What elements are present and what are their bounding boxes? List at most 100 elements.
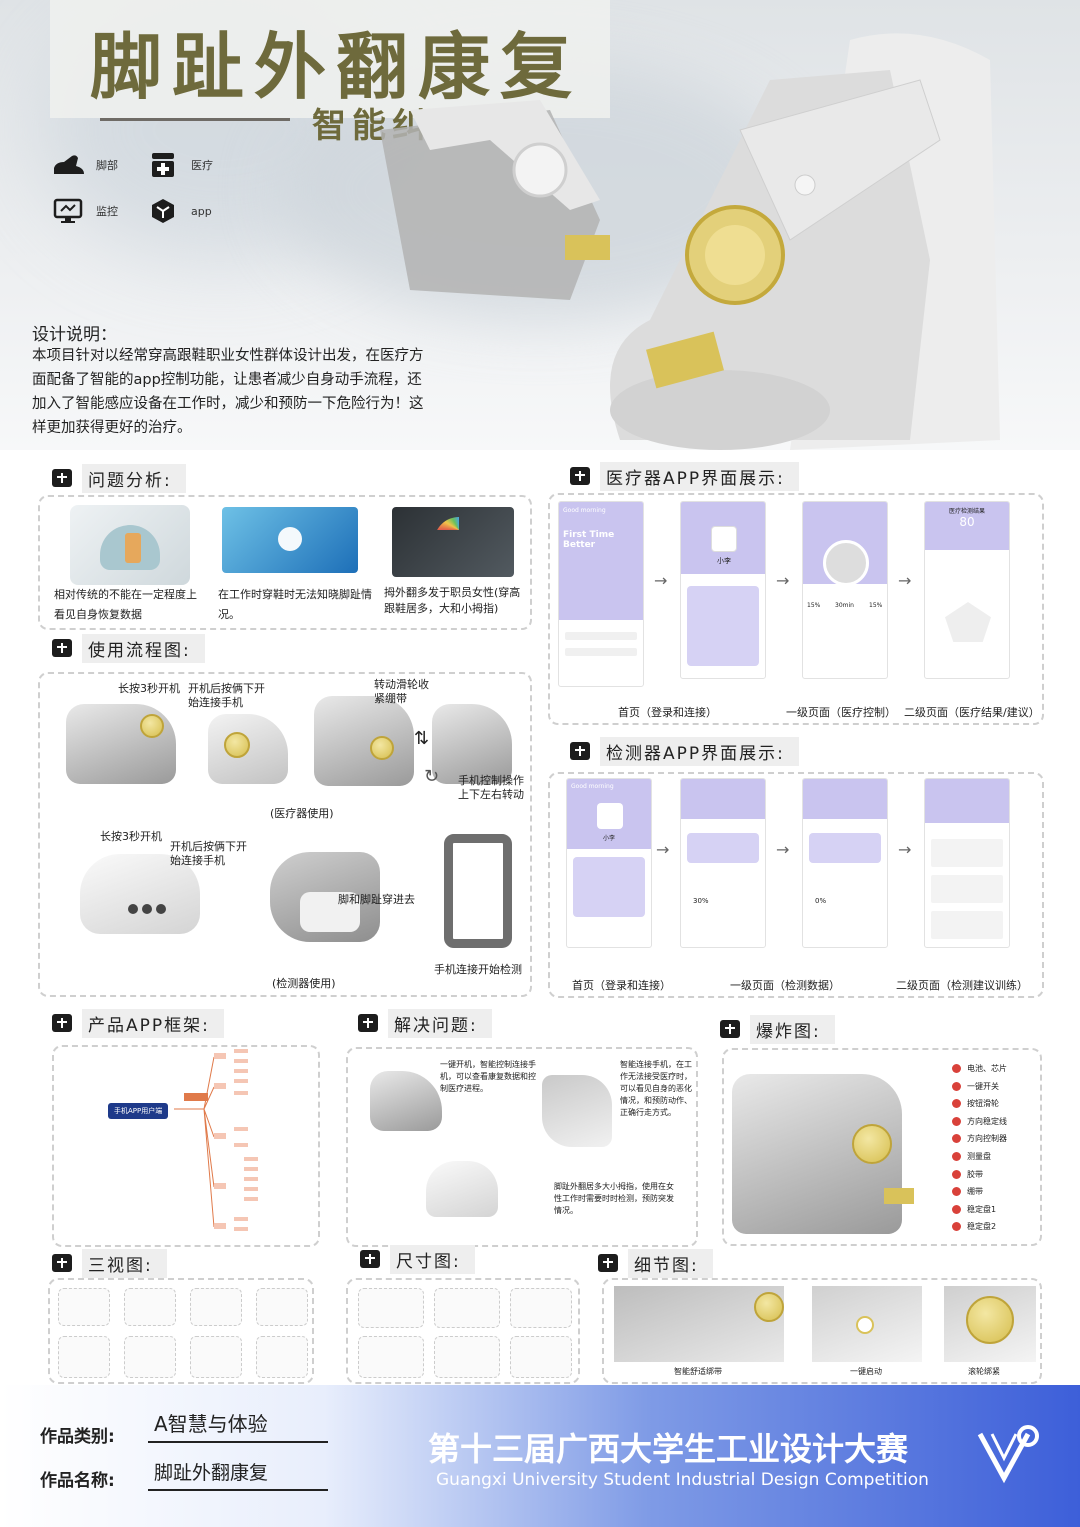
legend-foot: 脚部 bbox=[50, 150, 118, 180]
detail-label-2: 一键启动 bbox=[850, 1367, 882, 1376]
section-title: 三视图: bbox=[82, 1248, 167, 1278]
part-item: 稳定盘1 bbox=[952, 1201, 1007, 1219]
title-divider bbox=[100, 118, 290, 121]
problem-text-2: 在工作时穿鞋时无法知晓脚趾情况。 bbox=[218, 588, 372, 621]
screen-text: 小李 bbox=[603, 835, 616, 842]
explode-box: 电池、芯片 一键开关 按钮滑轮 方向稳定线 方向控制器 测量盘 胶带 绷带 稳定… bbox=[722, 1048, 1042, 1246]
detail-image-button bbox=[812, 1286, 922, 1362]
screen-text: Good morning bbox=[571, 783, 614, 790]
parts-list: 电池、芯片 一键开关 按钮滑轮 方向稳定线 方向控制器 测量盘 胶带 绷带 稳定… bbox=[952, 1060, 1007, 1236]
three-view-box bbox=[48, 1278, 314, 1384]
design-description: 本项目针对以经常穿高跟鞋职业女性群体设计出发，在医疗方面配备了智能的app控制功… bbox=[32, 348, 424, 436]
detect-app-label-3: 二级页面（检测建议训练） bbox=[896, 979, 1028, 992]
flow-detect-step-3: 脚和脚趾穿进去 bbox=[338, 893, 415, 906]
device-render-large bbox=[610, 33, 1000, 450]
design-heading: 设计说明： bbox=[32, 325, 117, 345]
screen-text: 0% bbox=[815, 897, 827, 905]
screen-text: Good morning bbox=[563, 507, 606, 514]
part-item: 方向控制器 bbox=[952, 1130, 1007, 1148]
flow-box: 长按3秒开机 开机后按俩下开始连接手机 转动滑轮收紧绷带 ⇅ ↻ 手机控制操作上… bbox=[38, 672, 532, 997]
arrow-icon: → bbox=[898, 571, 912, 590]
legend-monitor: 监控 bbox=[50, 196, 118, 226]
legend-label: 医疗 bbox=[191, 159, 213, 172]
detail-box: 智能舒适绑带 一键启动 滚轮绑紧 bbox=[602, 1278, 1042, 1384]
framework-box: 手机APP用户端 bbox=[52, 1045, 320, 1247]
screen-text: 15% bbox=[869, 602, 883, 609]
part-item: 稳定盘2 bbox=[952, 1218, 1007, 1236]
foot-in-detector bbox=[270, 852, 380, 942]
mindmap-branches bbox=[174, 1049, 258, 1231]
competition-logo-icon bbox=[977, 1425, 1039, 1484]
detect-screen-home: Good morning 小李 bbox=[566, 778, 652, 948]
screen-text: 80 bbox=[959, 515, 975, 529]
solve-detector bbox=[426, 1161, 498, 1217]
medical-plus-icon bbox=[570, 467, 590, 485]
arrow-icon: → bbox=[656, 840, 670, 859]
detect-app-box: Good morning 小李 → 30% → 0% → 首页（登录和连接） 一… bbox=[548, 772, 1044, 998]
section-flow: 使用流程图: bbox=[52, 633, 205, 663]
mindmap-root: 手机APP用户端 bbox=[108, 1103, 169, 1119]
section-explode: 爆炸图: bbox=[720, 1014, 835, 1044]
bunion-brace-image bbox=[70, 505, 190, 585]
section-title: 使用流程图: bbox=[82, 633, 205, 663]
detail-image-strap bbox=[614, 1286, 784, 1362]
part-item: 一键开关 bbox=[952, 1078, 1007, 1096]
flow-step-3: 转动滑轮收紧绷带 bbox=[374, 678, 429, 705]
part-item: 电池、芯片 bbox=[952, 1060, 1007, 1078]
part-item: 按钮滑轮 bbox=[952, 1095, 1007, 1113]
up-down-arrows-icon: ⇅ bbox=[414, 728, 430, 749]
flow-caption-medical: (医疗器使用) bbox=[270, 807, 334, 820]
flow-caption-detect: (检测器使用) bbox=[272, 977, 336, 990]
medical-plus-icon bbox=[720, 1020, 740, 1038]
flow-detect-step-4: 手机连接开始检测 bbox=[434, 963, 522, 976]
screen-text: 小李 bbox=[717, 557, 731, 565]
footer-banner bbox=[0, 1385, 1080, 1527]
section-framework: 产品APP框架: bbox=[52, 1008, 224, 1038]
medical-plus-icon bbox=[52, 1254, 72, 1272]
detect-screen-data-2: 0% bbox=[802, 778, 888, 948]
section-problem: 问题分析: bbox=[52, 463, 186, 493]
part-item: 方向稳定线 bbox=[952, 1113, 1007, 1131]
legend-label: 监控 bbox=[96, 205, 118, 218]
solve-text-1: 一键开机，智能控制连接手机，可以查看康复数据和控制医疗进程。 bbox=[440, 1060, 536, 1093]
solve-box: 一键开机，智能控制连接手机，可以查看康复数据和控制医疗进程。 智能连接手机，在工… bbox=[346, 1047, 698, 1247]
section-title: 问题分析: bbox=[82, 463, 186, 493]
problem-text-3: 拇外翻多发于职员女性(穿高跟鞋居多，大和小拇指) bbox=[384, 586, 521, 615]
detect-screen-advice bbox=[924, 778, 1010, 948]
screen-text: 30min bbox=[835, 602, 854, 609]
medical-plus-icon bbox=[52, 469, 72, 487]
category-label: 作品类别: bbox=[40, 1427, 115, 1447]
medical-plus-icon bbox=[570, 742, 590, 760]
medical-app-label-3: 二级页面（医疗结果/建议） bbox=[904, 706, 1040, 719]
medical-plus-icon bbox=[52, 639, 72, 657]
problem-box: 相对传统的不能在一定程度上看见自身恢复数据 在工作时穿鞋时无法知晓脚趾情况。 拇… bbox=[38, 495, 532, 630]
flow-detect-step-1: 长按3秒开机 bbox=[100, 830, 162, 843]
medical-plus-icon bbox=[358, 1014, 378, 1032]
section-detail: 细节图: bbox=[598, 1248, 713, 1278]
arrow-icon: → bbox=[654, 571, 668, 590]
app-screen-control: 15% 30min 15% bbox=[802, 501, 888, 679]
device-step-4 bbox=[432, 704, 512, 784]
arrow-icon: → bbox=[898, 840, 912, 859]
medical-app-label-1: 首页（登录和连接） bbox=[618, 706, 717, 719]
detail-image-wheel bbox=[944, 1286, 1036, 1362]
dimension-box bbox=[346, 1278, 580, 1384]
flow-step-1: 长按3秒开机 bbox=[118, 682, 180, 695]
section-solve: 解决问题: bbox=[358, 1008, 492, 1038]
phone-icon bbox=[444, 834, 512, 948]
foot-icon bbox=[50, 150, 86, 180]
rotate-icon: ↻ bbox=[424, 766, 440, 787]
section-title: 产品APP框架: bbox=[82, 1008, 224, 1038]
detect-screen-data-1: 30% bbox=[680, 778, 766, 948]
flow-step-4: 手机控制操作上下左右转动 bbox=[458, 774, 524, 801]
section-title: 尺寸图: bbox=[390, 1244, 475, 1274]
legend-medical: 医疗 bbox=[145, 150, 213, 180]
xray-foot-image bbox=[392, 507, 514, 577]
detail-label-1: 智能舒适绑带 bbox=[674, 1367, 722, 1376]
legend-app: app bbox=[145, 196, 212, 226]
arrow-icon: → bbox=[776, 840, 790, 859]
medical-plus-icon bbox=[598, 1254, 618, 1272]
screen-text: 15% bbox=[807, 602, 821, 609]
